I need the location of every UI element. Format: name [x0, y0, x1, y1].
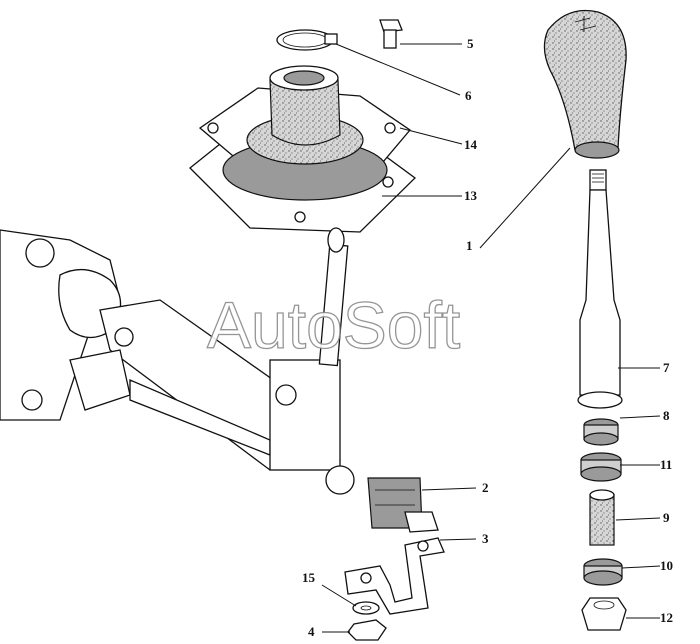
hose-clamp [276, 29, 338, 51]
watermark-text: AutoSoft [207, 288, 460, 362]
boot-upper [269, 79, 341, 146]
plate-hole [384, 122, 396, 134]
callout-8: 8 [663, 408, 670, 423]
boot-assembly [189, 65, 416, 233]
callout-6: 6 [465, 88, 472, 103]
clip-12 [581, 597, 627, 631]
callout-15: 15 [302, 570, 316, 585]
callout-14: 14 [464, 137, 478, 152]
callout-13: 13 [464, 188, 478, 203]
plate-hole [382, 176, 394, 188]
callout-12: 12 [660, 610, 673, 625]
bushing-10 [583, 558, 623, 586]
washer [352, 601, 380, 615]
plate-hole [207, 122, 219, 134]
callout-11: 11 [660, 457, 672, 472]
callout-4: 4 [308, 624, 315, 639]
nut [347, 619, 387, 641]
plate-hole [294, 211, 306, 223]
bracket-bushing [367, 477, 439, 533]
callout-10: 10 [660, 558, 673, 573]
callout-7: 7 [663, 360, 670, 375]
gear-knob [543, 9, 627, 159]
lever-sleeve [577, 169, 623, 409]
leader-lines [321, 43, 661, 633]
bolt [379, 19, 403, 49]
bushing-8 [583, 418, 619, 446]
spring-9 [589, 489, 615, 546]
callout-3: 3 [482, 531, 489, 546]
callout-2: 2 [482, 480, 489, 495]
bracket [344, 537, 445, 615]
shift-mechanism [0, 227, 355, 495]
callout-9: 9 [663, 510, 670, 525]
callout-1: 1 [466, 238, 473, 253]
callout-5: 5 [467, 36, 474, 51]
bushing-11 [580, 452, 622, 482]
boot-inner-opening [283, 70, 325, 86]
callout-labels: 5 6 14 13 1 7 8 11 9 10 12 2 3 15 4 [302, 36, 673, 639]
